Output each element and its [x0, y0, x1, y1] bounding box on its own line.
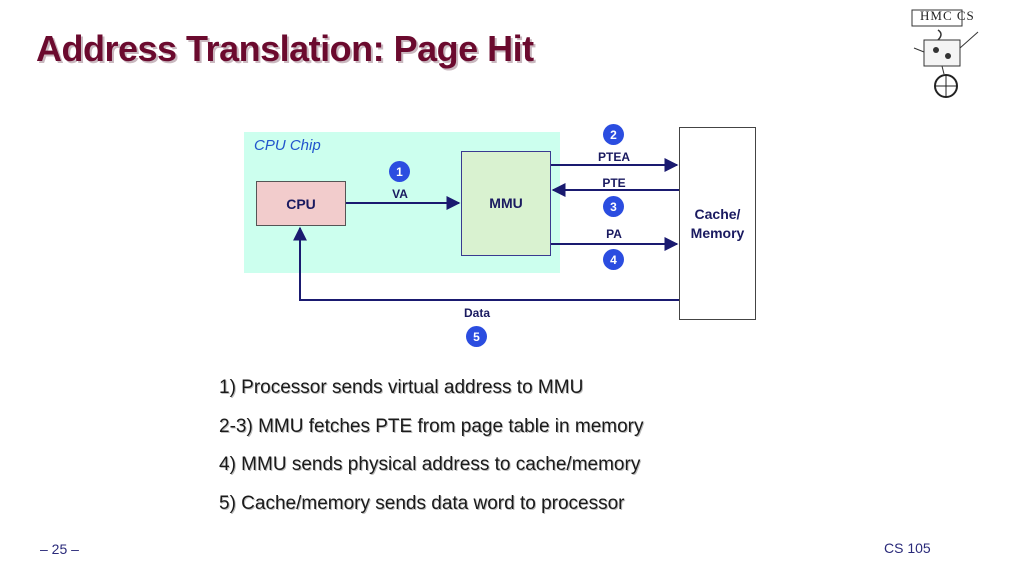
slide-title: Address Translation: Page Hit	[36, 28, 534, 69]
step-badge-3: 3	[603, 196, 624, 217]
data-arrow	[293, 226, 679, 301]
course-label: CS 105	[884, 540, 931, 556]
logo-text: HMC CS	[920, 8, 975, 23]
step-badge-5: 5	[466, 326, 487, 347]
mmu-box: MMU	[461, 151, 551, 256]
cpu-box: CPU	[256, 181, 346, 226]
step-item: 5) Cache/memory sends data word to proce…	[219, 492, 625, 514]
hmc-cs-logo	[911, 9, 979, 98]
step-item: 1) Processor sends virtual address to MM…	[219, 377, 584, 398]
pa-label: PA	[606, 227, 622, 241]
step-badge-2: 2	[603, 124, 624, 145]
pte-label: PTE	[602, 176, 626, 190]
steps-list: 1) Processor sends virtual address to MM…	[219, 376, 643, 530]
step-item: 2-3) MMU fetches PTE from page table in …	[219, 415, 644, 437]
cache-memory-box: Cache/ Memory	[679, 127, 756, 320]
page-number: – 25 –	[40, 541, 79, 557]
step-badge-1: 1	[389, 161, 410, 182]
va-label: VA	[392, 187, 408, 201]
data-label: Data	[463, 306, 491, 320]
step-badge-4: 4	[603, 249, 624, 270]
ptea-label: PTEA	[597, 150, 631, 164]
step-item: 4) MMU sends physical address to cache/m…	[219, 454, 641, 475]
cpu-chip-label: CPU Chip	[254, 137, 321, 154]
